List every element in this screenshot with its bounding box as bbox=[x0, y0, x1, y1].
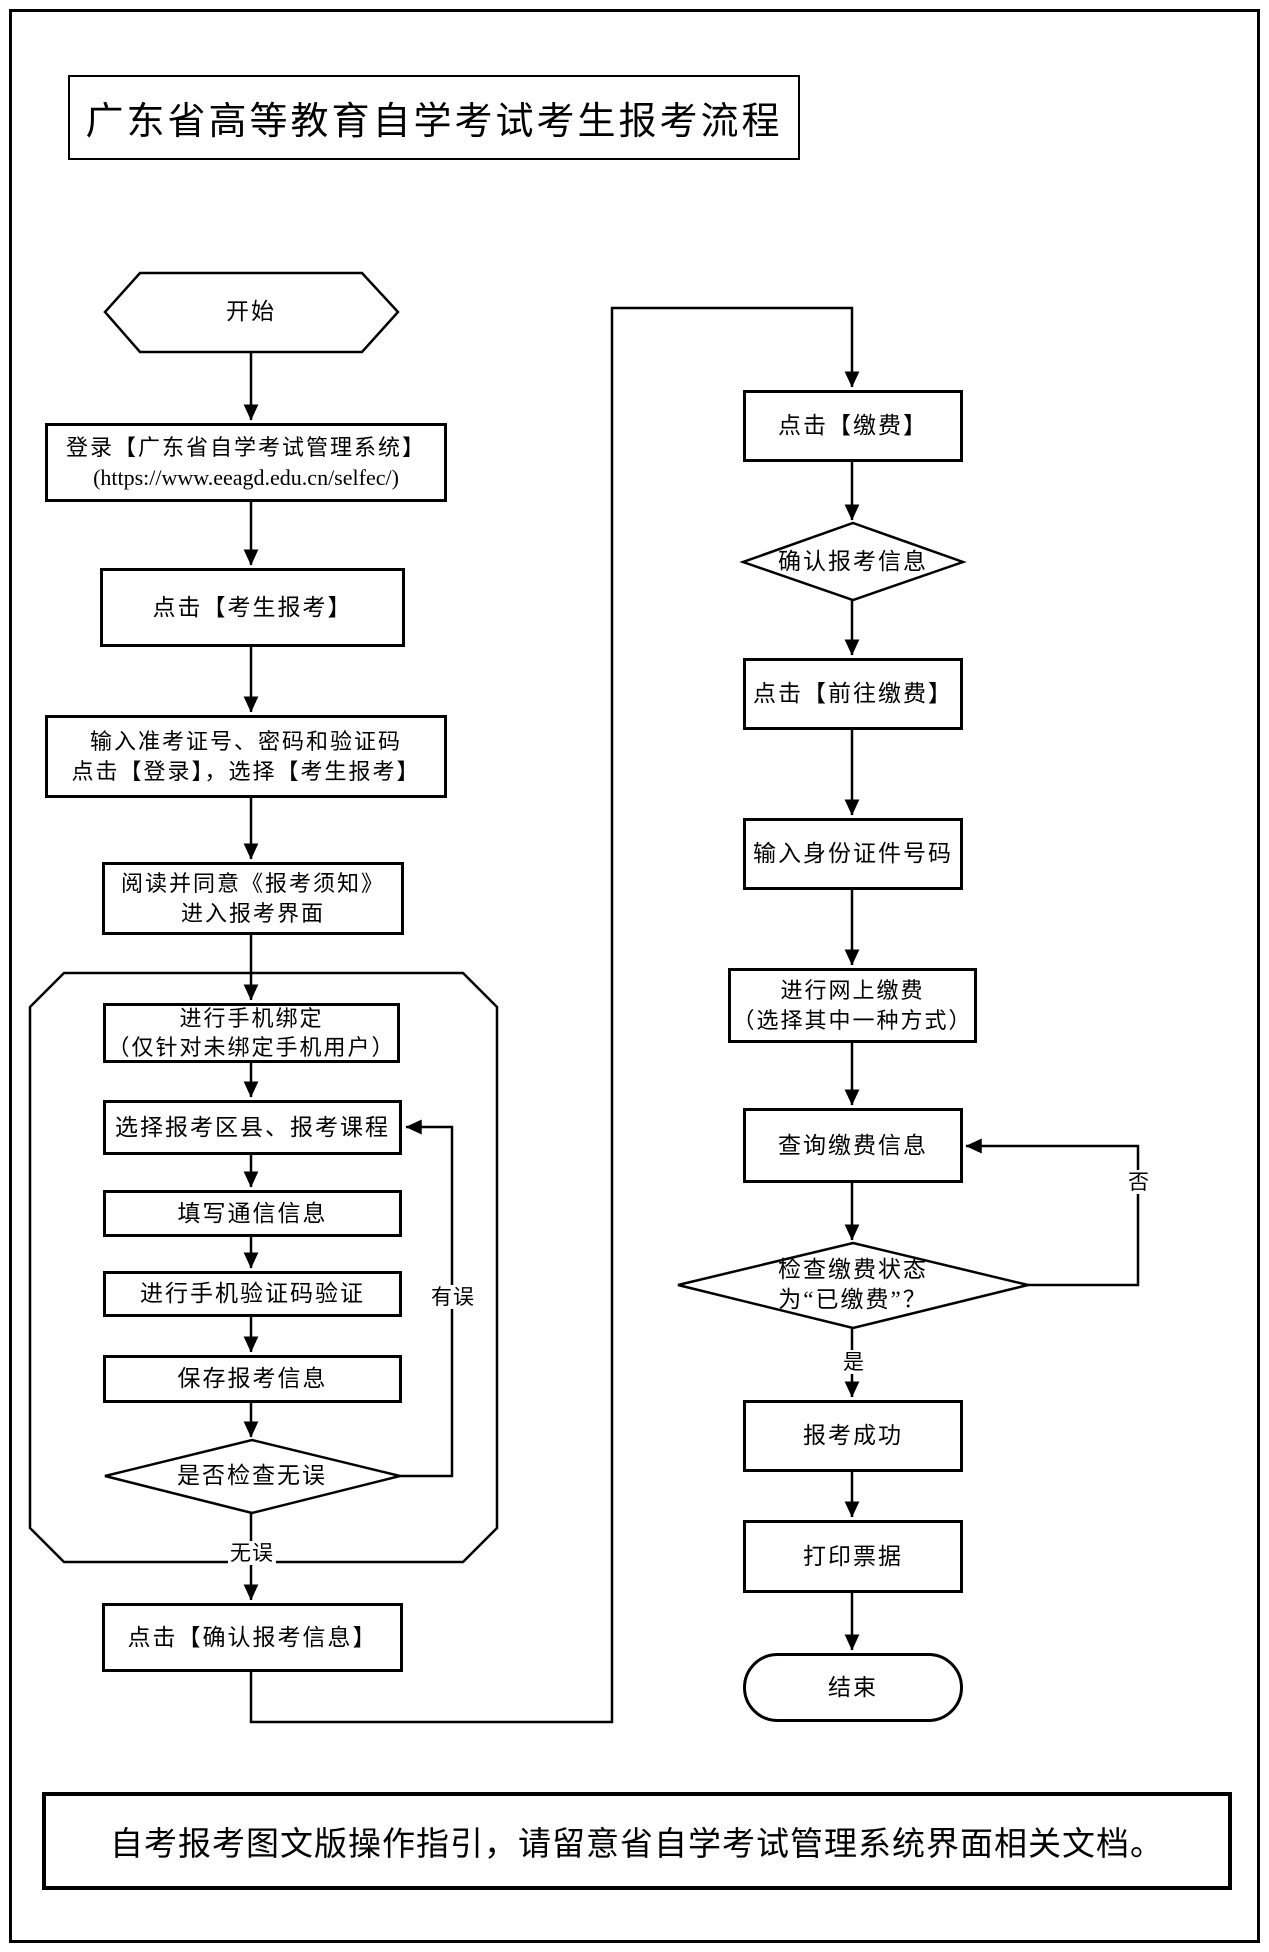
node-login-system: 登录【广东省自学考试管理系统】 (https://www.eeagd.edu.c… bbox=[45, 423, 447, 502]
node-go-pay: 点击【前往缴费】 bbox=[743, 658, 963, 730]
node-login-url: (https://www.eeagd.edu.cn/selfec/) bbox=[93, 464, 399, 490]
node-confirm-info: 点击【确认报考信息】 bbox=[102, 1603, 403, 1672]
node-phone-bind: 进行手机绑定 （仅针对未绑定手机用户） bbox=[103, 1003, 400, 1063]
node-sms-verify: 进行手机验证码验证 bbox=[103, 1271, 402, 1317]
node-read-notice-line2: 进入报考界面 bbox=[180, 900, 325, 926]
node-online-pay-line1: 进行网上缴费 bbox=[780, 978, 925, 1004]
node-phone-bind-line2: （仅针对未绑定手机用户） bbox=[107, 1035, 396, 1060]
node-check-paid-line1: 检查缴费状态 bbox=[778, 1257, 928, 1283]
node-credentials-line1: 输入准考证号、密码和验证码 bbox=[89, 729, 402, 755]
connectors bbox=[243, 306, 1140, 1724]
node-decision-check-paid: 检查缴费状态 为“已缴费”？ bbox=[733, 1254, 973, 1316]
node-decision-check-correct: 是否检查无误 bbox=[177, 1463, 327, 1489]
node-save-info: 保存报考信息 bbox=[103, 1355, 402, 1403]
node-phone-bind-line1: 进行手机绑定 bbox=[179, 1005, 324, 1031]
edge-checkpaid-no-loop bbox=[965, 1138, 1140, 1287]
edge-confirm-to-pay-long bbox=[249, 306, 860, 1724]
node-read-notice: 阅读并同意《报考须知》 进入报考界面 bbox=[102, 862, 404, 935]
node-click-pay: 点击【缴费】 bbox=[743, 390, 963, 462]
edge-label-no-error: 无误 bbox=[228, 1541, 276, 1565]
node-end: 结束 bbox=[743, 1653, 963, 1722]
edge-label-error: 有误 bbox=[429, 1285, 477, 1309]
node-credentials-line2: 点击【登录】，选择【考生报考】 bbox=[71, 758, 421, 784]
node-click-candidate-register: 点击【考生报考】 bbox=[100, 568, 405, 647]
footer-note: 自考报考图文版操作指引，请留意省自学考试管理系统界面相关文档。 bbox=[42, 1792, 1232, 1890]
node-enter-id: 输入身份证件号码 bbox=[743, 818, 963, 890]
node-login-line1: 登录【广东省自学考试管理系统】 bbox=[65, 435, 426, 461]
node-fill-contact: 填写通信信息 bbox=[103, 1190, 402, 1237]
page-border bbox=[9, 9, 1260, 1943]
edge-label-no: 否 bbox=[1126, 1170, 1152, 1194]
node-check-paid-line2: 为“已缴费”？ bbox=[778, 1287, 928, 1312]
node-online-pay: 进行网上缴费 （选择其中一种方式） bbox=[728, 968, 977, 1043]
node-start: 开始 bbox=[226, 299, 276, 325]
page-title: 广东省高等教育自学考试考生报考流程 bbox=[68, 75, 800, 160]
node-decision-confirm-reg-info: 确认报考信息 bbox=[778, 549, 928, 575]
node-online-pay-line2: （选择其中一种方式） bbox=[732, 1007, 973, 1033]
node-select-courses: 选择报考区县、报考课程 bbox=[103, 1100, 402, 1155]
node-enter-credentials: 输入准考证号、密码和验证码 点击【登录】，选择【考生报考】 bbox=[45, 715, 447, 798]
start-hexagon-shape bbox=[103, 271, 400, 354]
edge-label-yes: 是 bbox=[841, 1350, 867, 1374]
node-query-pay: 查询缴费信息 bbox=[743, 1108, 963, 1183]
node-print-receipt: 打印票据 bbox=[743, 1520, 963, 1593]
node-success: 报考成功 bbox=[743, 1400, 963, 1472]
node-read-notice-line1: 阅读并同意《报考须知》 bbox=[120, 871, 385, 897]
